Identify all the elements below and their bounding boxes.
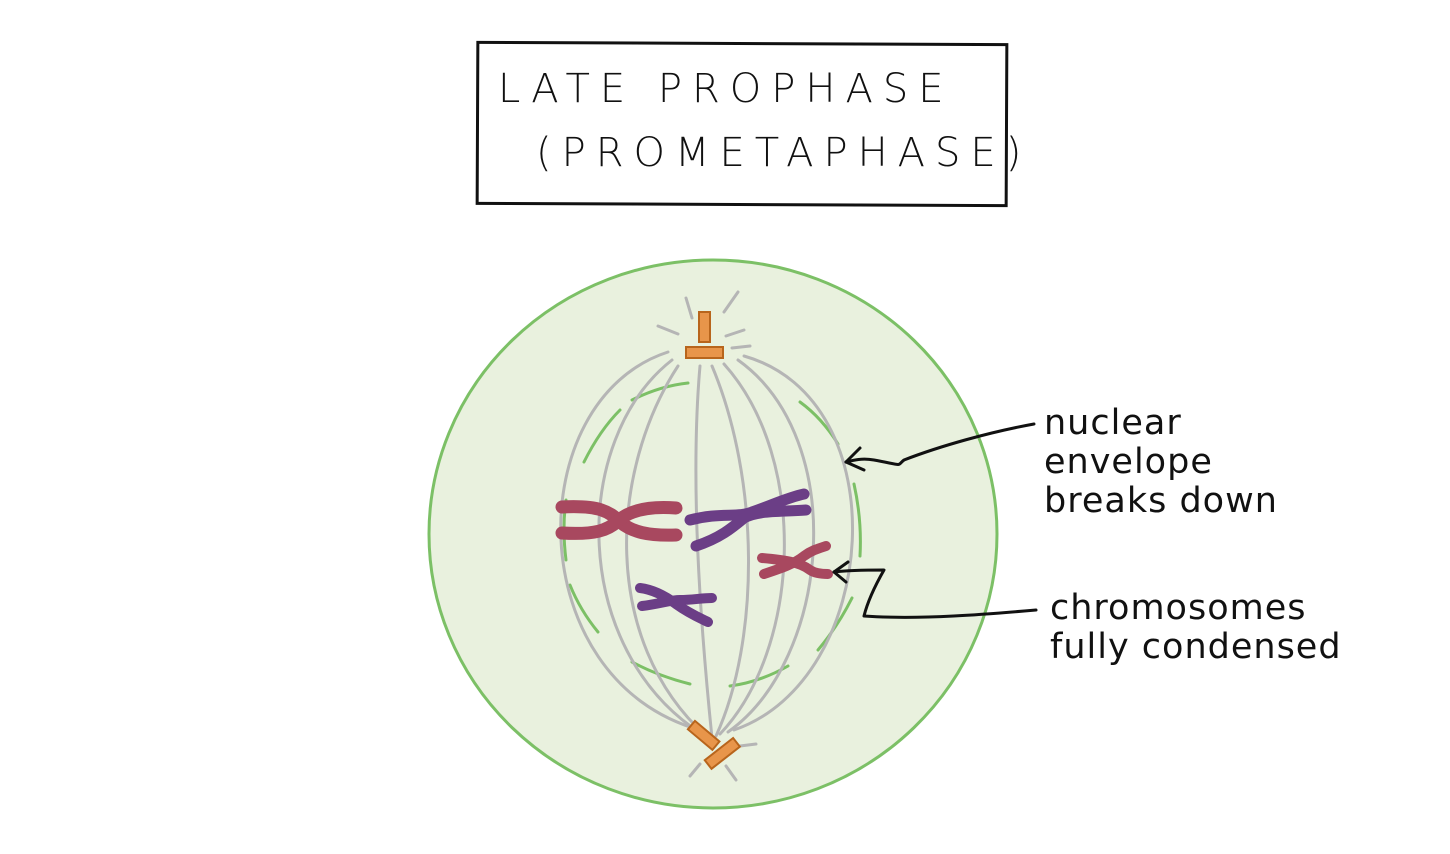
chromosomes-label: chromosomes fully condensed bbox=[1050, 589, 1342, 667]
arrow-nuclear-envelope bbox=[844, 422, 1036, 472]
chromosome-red-small bbox=[757, 541, 833, 579]
nuclear-envelope-label: nuclear envelope breaks down bbox=[1044, 404, 1278, 521]
centrosome-bottom bbox=[686, 719, 742, 771]
arrow-chromosomes bbox=[832, 560, 1038, 619]
chromosomes-label-line-1: chromosomes bbox=[1050, 588, 1307, 628]
centrosome-top bbox=[685, 311, 724, 359]
nuclear-envelope-label-line-1: nuclear bbox=[1044, 403, 1182, 443]
nuclear-envelope-label-line-2: envelope bbox=[1044, 442, 1213, 482]
title-line-2: (PROMETAPHASE) bbox=[536, 130, 1032, 176]
chromosome-purple-small bbox=[635, 583, 717, 627]
nuclear-envelope-label-line-3: breaks down bbox=[1044, 481, 1278, 521]
title-line-1: LATE PROPHASE bbox=[498, 66, 954, 112]
chromosome-purple-large bbox=[684, 488, 812, 552]
chromosomes-label-line-2: fully condensed bbox=[1050, 627, 1342, 667]
chromosome-red-large bbox=[555, 500, 683, 542]
